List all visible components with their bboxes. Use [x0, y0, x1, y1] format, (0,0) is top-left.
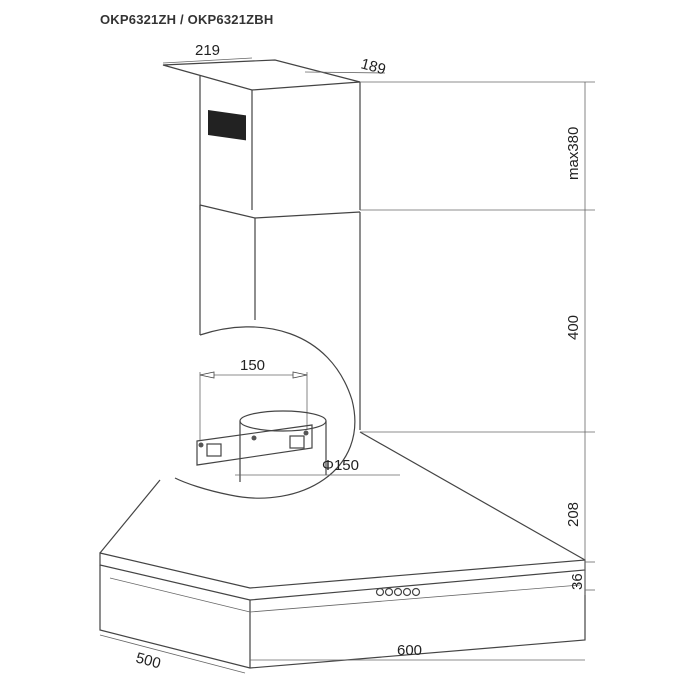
upper-chimney-height-label: max380 — [565, 127, 582, 180]
top-depth-label: 189 — [359, 55, 388, 78]
hood-slope-height-label: 208 — [565, 502, 582, 527]
duct-diameter-label: Φ150 — [322, 457, 359, 474]
lower-chimney-height-label: 400 — [565, 315, 582, 340]
control-buttons — [375, 587, 421, 597]
model-title: OKP6321ZH / OKP6321ZBH — [100, 12, 274, 27]
hood-body — [99, 431, 586, 669]
bracket-width-label: 150 — [240, 357, 265, 374]
upper-chimney — [162, 59, 361, 210]
detail-circle: 150 Φ150 — [174, 326, 400, 499]
lower-chimney — [199, 204, 361, 430]
vent-slots — [208, 110, 246, 141]
top-width-label: 219 — [195, 42, 220, 59]
hood-front-height-label: 36 — [569, 573, 586, 590]
dimension-lines: 219 189 max380 400 208 36 600 500 — [99, 42, 595, 674]
width-label: 600 — [397, 642, 422, 659]
depth-label: 500 — [134, 649, 163, 672]
